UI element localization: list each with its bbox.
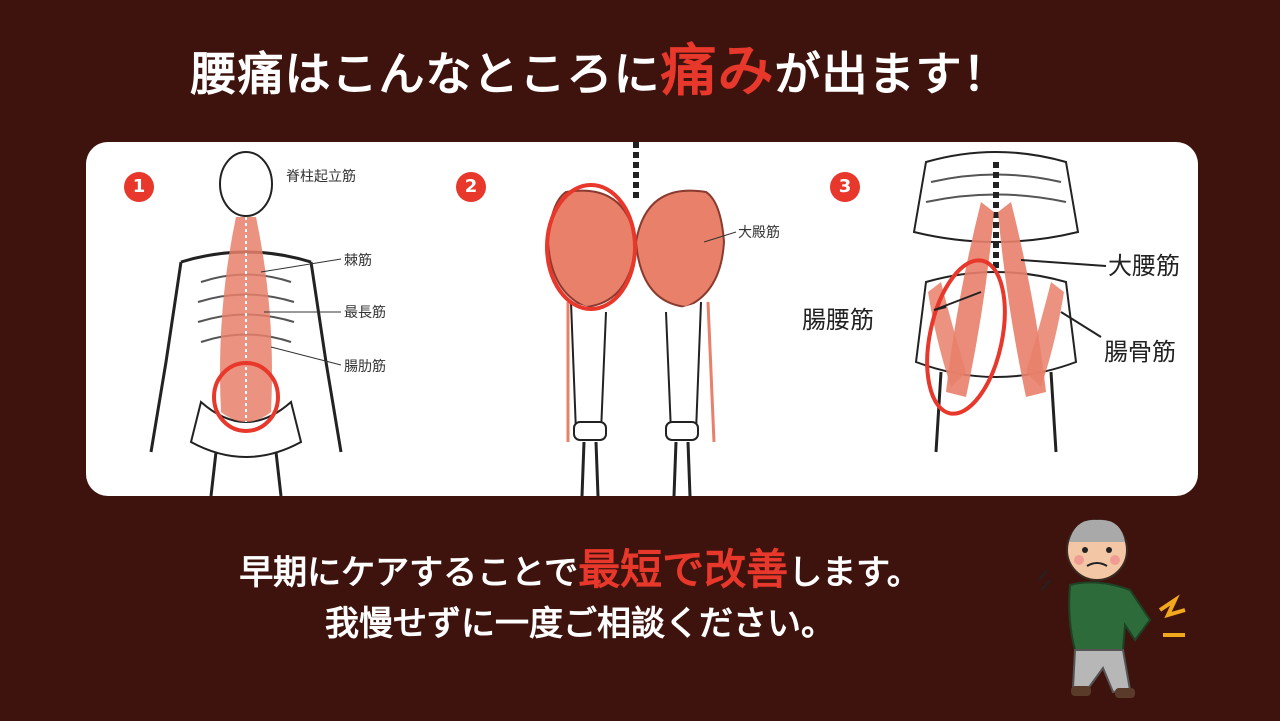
figure-iliopsoas: 3 大腰筋 腸腰筋 腸骨筋 xyxy=(802,142,1198,496)
message-line1-part1: 早期にケアすることで xyxy=(239,553,579,593)
headline-highlight: 痛み xyxy=(660,39,775,104)
figure-gluteus-maximus: 2 大殿筋 xyxy=(456,142,816,496)
figure-erector-spinae: 1 脊柱起立筋 xyxy=(86,142,456,496)
anatomy-panel: 1 脊柱起立筋 xyxy=(86,142,1198,496)
back-pain-man-svg xyxy=(1038,519,1186,698)
label-erector-spinae: 脊柱起立筋 xyxy=(286,169,356,185)
label-gluteus-maximus: 大殿筋 xyxy=(738,225,780,241)
figure-number-badge: 1 xyxy=(124,172,154,202)
gluteus-maximus-illustration xyxy=(545,142,737,496)
headline-part2: が出ます！ xyxy=(774,47,1010,101)
figure-number-badge: 2 xyxy=(456,172,486,202)
label-iliocostalis: 腸肋筋 xyxy=(344,359,386,375)
iliopsoas-illustration xyxy=(912,151,1107,453)
erector-spinae-illustration xyxy=(149,151,343,496)
back-pain-man-icon xyxy=(1035,510,1195,710)
figure-number-badge: 3 xyxy=(830,172,860,202)
label-spinalis: 棘筋 xyxy=(344,253,372,269)
label-iliacus: 腸骨筋 xyxy=(1104,338,1176,366)
message-line-2: 我慢せずに一度ご相談ください。 xyxy=(325,604,835,644)
headline-part1: 腰痛はこんなところに xyxy=(190,47,661,101)
label-iliopsoas: 腸腰筋 xyxy=(802,306,874,334)
label-longissimus: 最長筋 xyxy=(344,305,386,321)
headline: 腰痛はこんなところに痛みが出ます！ xyxy=(0,42,1200,104)
message-highlight: 最短で改善 xyxy=(578,545,789,594)
message-line-1: 早期にケアすることで最短で改善します。 xyxy=(0,548,1160,595)
message-line1-part2: します。 xyxy=(788,553,921,593)
label-psoas-major: 大腰筋 xyxy=(1108,252,1180,280)
